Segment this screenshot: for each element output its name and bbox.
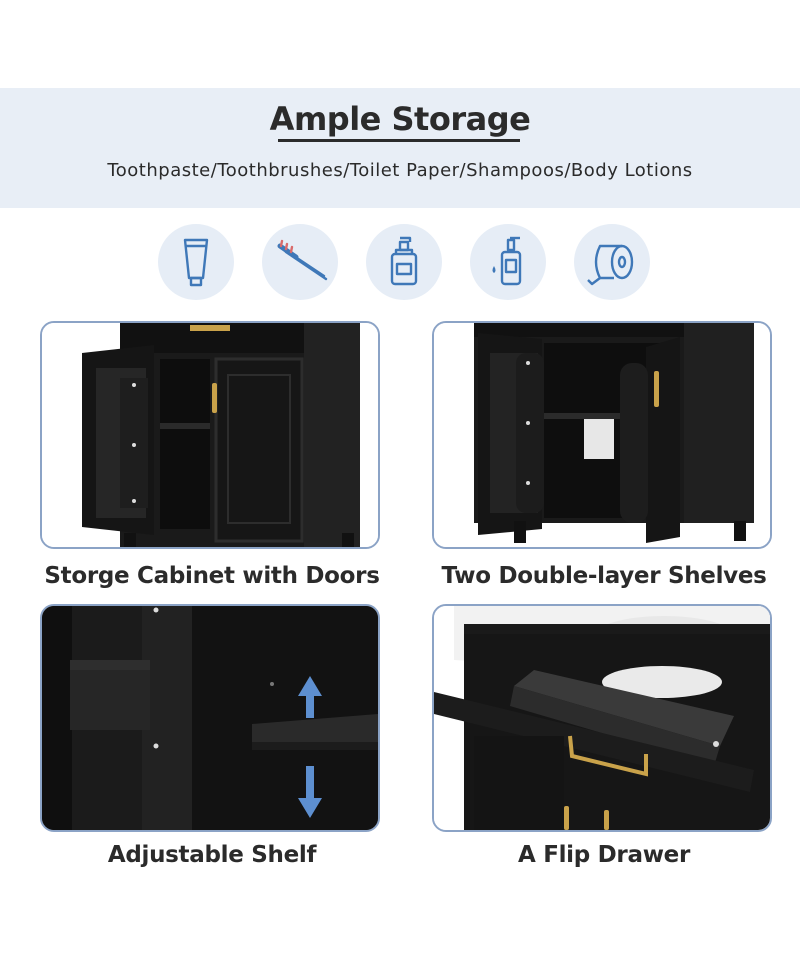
toothbrush-icon [262,224,338,300]
caption-adjustable-shelf: Adjustable Shelf [107,842,317,868]
lotion-pump-icon [470,224,546,300]
header-band [0,88,800,208]
page-subtitle: Toothpaste/Toothbrushes/Toilet Paper/Sha… [107,160,693,181]
soap-dispenser-icon [366,224,442,300]
caption-flip-drawer: A Flip Drawer [517,842,690,868]
title-underline [278,139,520,142]
flip-drawer-photo [432,604,772,832]
page-title: Ample Storage [269,100,531,138]
caption-cabinet-doors: Storge Cabinet with Doors [44,563,380,589]
double-shelves-photo [432,321,772,549]
adjustable-shelf-photo [40,604,380,832]
toilet-paper-icon [574,224,650,300]
toothpaste-tube-icon [158,224,234,300]
caption-double-shelves: Two Double-layer Shelves [441,563,767,589]
cabinet-doors-photo [40,321,380,549]
